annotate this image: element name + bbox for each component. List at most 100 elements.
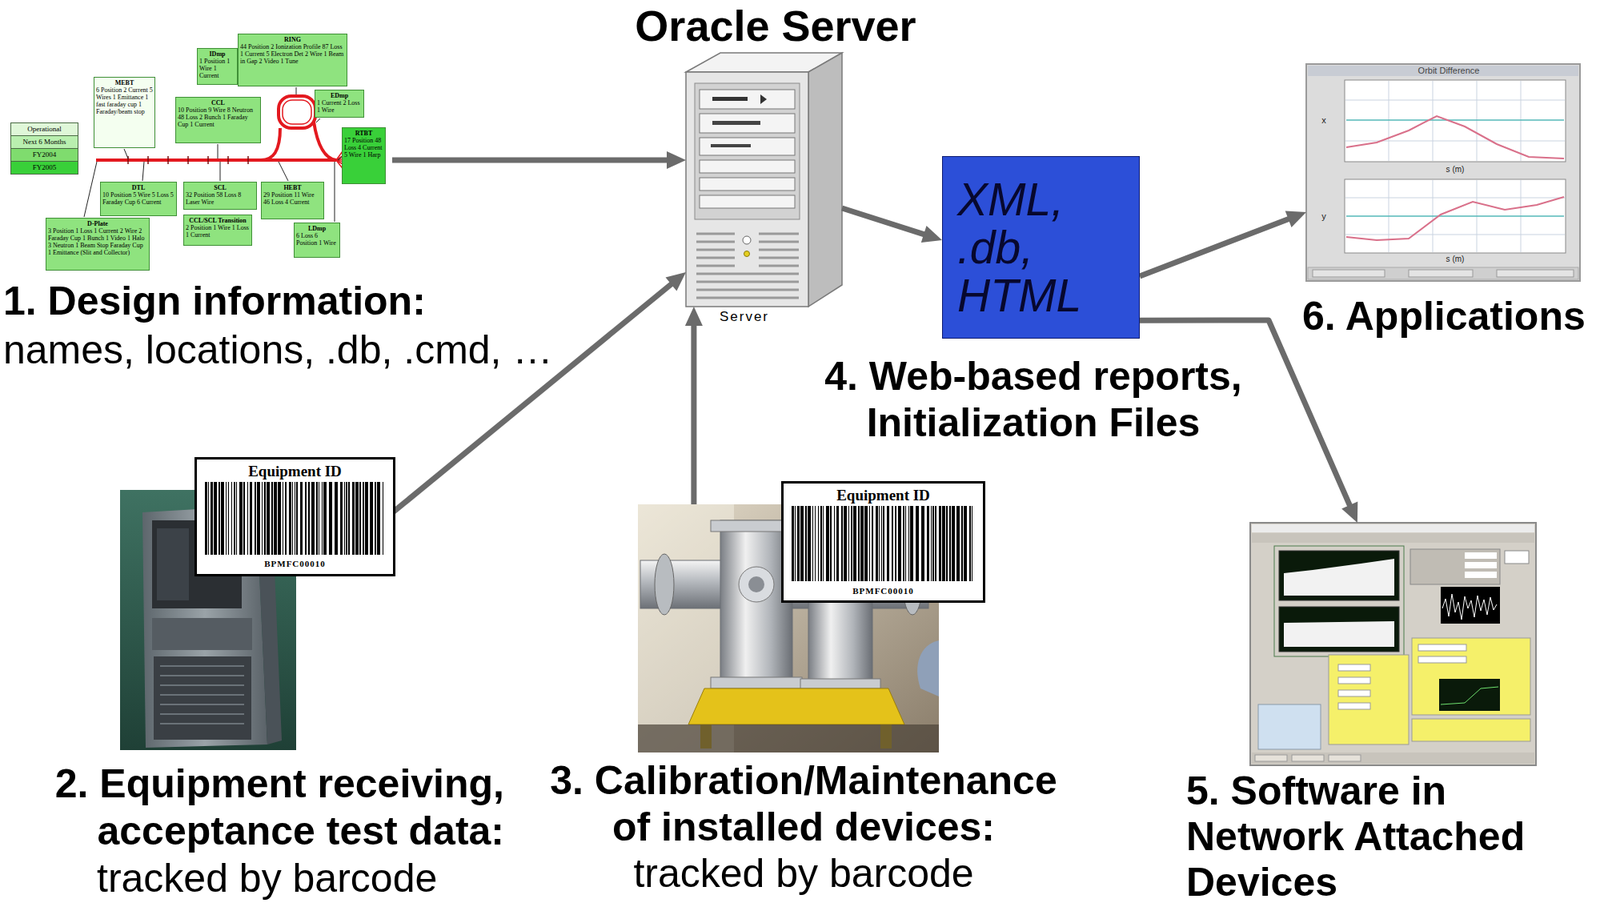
text-holder: tracked by barcode: [96, 854, 450, 903]
server-tower: [696, 296, 799, 300]
orbit-plot-screenshot: [1388, 80, 1390, 161]
rack-cabinet-photo: [156, 528, 189, 601]
orbit-plot-screenshot: [1344, 80, 1566, 162]
server-tower: [696, 272, 799, 276]
rack-cabinet-photo: [160, 684, 245, 686]
barcode-bar: [886, 505, 890, 582]
box-body: 6 Loss 6 Position 1 Wire: [296, 232, 338, 247]
barcode-bar: [294, 481, 296, 555]
barcode-bar: [871, 505, 874, 582]
instrument-box: IDmp1 Position 1 Wire 1 Current: [196, 48, 238, 85]
legend-text: Next 6 Months: [11, 136, 78, 149]
server-tower: [694, 83, 800, 220]
barcode-bar: [318, 481, 320, 555]
barcode-number: BPMFC00010: [783, 585, 983, 597]
beamline-map: [282, 100, 312, 125]
barcode-bar: [860, 505, 864, 582]
beamline-map: [147, 156, 149, 165]
barcode-bar: [915, 505, 919, 582]
barcode-bar: [334, 481, 338, 555]
arrow-head: [921, 225, 943, 243]
instrument-box: CCL10 Position 9 Wire 8 Neutron 48 Loss …: [175, 96, 261, 144]
server-tower: [696, 280, 799, 284]
arrow-head: [1341, 501, 1358, 523]
barcode-bar: [858, 505, 860, 582]
server-tower: [696, 248, 735, 252]
instrument-software-screenshot: [1464, 552, 1497, 559]
instrument-software-screenshot: [1279, 606, 1400, 652]
caption: 2. Equipment receiving, acceptance test …: [32, 760, 505, 855]
barcode-bar: [369, 481, 373, 555]
box-body: 32 Position 58 Loss 8 Laser Wire: [185, 191, 255, 206]
legend-swatch: Operational: [10, 122, 79, 137]
orbit-plot-screenshot: [1408, 269, 1473, 277]
legend-table: OperationalNext 6 MonthsFY2004FY2005: [10, 122, 79, 175]
barcode-bar: [288, 481, 292, 555]
barcode-bar: [841, 505, 843, 582]
barcode-bar: [830, 505, 832, 582]
orbit-plot-screenshot: [1307, 65, 1579, 77]
barcode-bar: [949, 505, 951, 582]
server-tower: [699, 195, 795, 209]
text-holder: 1. Design information:: [3, 277, 580, 325]
orbit-plot-screenshot: [1312, 269, 1385, 277]
barcode-bar: [951, 505, 955, 582]
instrument-software-screenshot: [1464, 561, 1497, 569]
server-tower: [696, 240, 735, 244]
beamline-map: [227, 156, 229, 165]
connector-line: [690, 322, 697, 505]
caption: 6. Applications: [1302, 292, 1595, 340]
barcode-bar: [812, 505, 814, 582]
connector-line: [392, 282, 674, 513]
text-holder: names, locations, .db, .cmd, …: [3, 326, 580, 373]
leader-line: [124, 148, 129, 159]
server-tower: [758, 240, 799, 244]
connector-arrow: [392, 272, 686, 513]
caption: Server: [704, 308, 785, 325]
text-holder: 5. Software in Network Attached Devices: [1186, 768, 1539, 906]
applications-screenshot: 6. Applications: [1306, 64, 1580, 281]
barcode-bar: [910, 505, 914, 582]
box-body: 3 Position 1 Loss 1 Current 2 Wire 2 Far…: [48, 227, 148, 257]
orbit-plot-screenshot: [1346, 119, 1564, 121]
barcode-bar: [942, 505, 946, 582]
orbit-plot-screenshot: [1476, 80, 1478, 161]
box-heading: SCL: [185, 184, 255, 192]
instrument-software-screenshot: [1251, 533, 1535, 543]
barcode-bar: [881, 505, 883, 582]
beamline-map: [207, 156, 209, 165]
barcode-bar: [266, 481, 270, 555]
barcode-bar: [304, 481, 307, 555]
text-holder: Oracle Server: [607, 1, 944, 50]
caption: 1. Design information:: [3, 277, 580, 325]
barcode-bar: [961, 505, 963, 582]
barcode-bar: [254, 481, 257, 555]
barcode-bar: [323, 481, 327, 555]
barcode-bar: [834, 505, 835, 582]
leader-line: [220, 161, 221, 181]
arrow-head: [665, 272, 687, 292]
text-holder: BPMFC00010: [783, 585, 983, 597]
orbit-plot-screenshot: [1346, 196, 1564, 241]
connector-line: [842, 208, 927, 236]
barcode-bar: [261, 481, 263, 555]
barcode-bar: [345, 481, 348, 555]
server-tower: [808, 52, 843, 307]
instrument-software-screenshot: [1250, 522, 1536, 766]
barcode-bar: [898, 505, 902, 582]
barcode-bar: [843, 505, 847, 582]
beamline-device-photo: [637, 724, 939, 753]
beamline-map: [128, 156, 249, 165]
instrument-software-screenshot: [1255, 754, 1288, 762]
beamline-device-photo: [748, 576, 765, 593]
instrument-software-screenshot: [1338, 702, 1371, 710]
leader-line: [278, 161, 289, 181]
instrument-software-screenshot: [1251, 524, 1535, 533]
barcode-number: BPMFC00010: [196, 557, 393, 570]
server-tower: [696, 232, 735, 236]
barcode-bar: [292, 481, 293, 555]
instrument-box: LDmp6 Loss 6 Position 1 Wire: [293, 222, 341, 258]
instrument-software-screenshot: [1283, 558, 1395, 596]
barcode-bar: [932, 505, 935, 582]
